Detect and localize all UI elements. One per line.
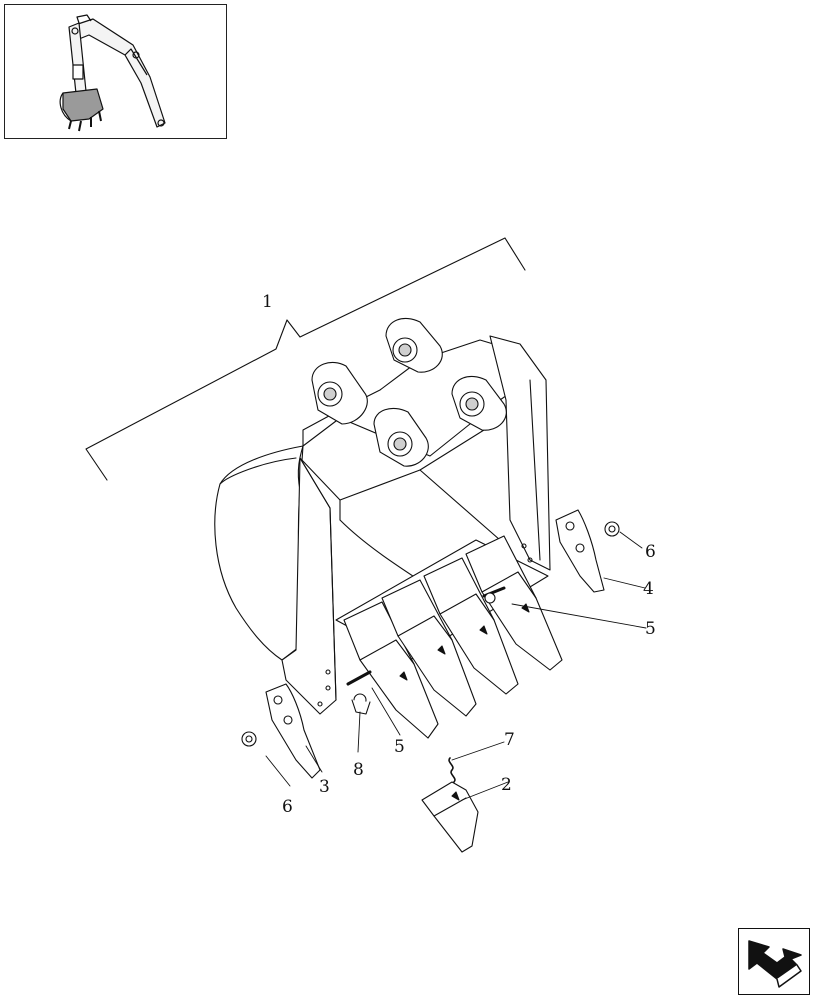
locator-thumbnail [4,4,227,139]
callout-3: 3 [319,777,330,797]
bolt-left [346,670,372,715]
bolt-right [482,586,506,604]
next-page-button[interactable] [738,928,810,995]
right-side-plate [489,335,551,571]
nut-left [241,731,257,747]
nut-right [604,521,620,537]
excavator-locator-icon [59,14,166,132]
callout-1: 1 [262,292,273,312]
next-page-arrow-icon [748,940,802,988]
callout-6-left: 6 [282,797,293,817]
bucket-teeth [343,535,563,739]
callout-7: 7 [504,730,515,750]
pin-bosses [317,337,485,457]
callout-6-right: 6 [645,542,656,562]
leader-lines [265,531,647,801]
callout-labels: 1 2 3 4 5 5 6 6 7 8 [262,292,656,817]
callout-5-right: 5 [645,619,656,639]
callout-5-left: 5 [394,737,405,757]
callout-8: 8 [353,760,364,780]
callout-2: 2 [501,775,512,795]
spring-pin [448,757,456,783]
side-cutter-left [265,683,321,779]
callout-4: 4 [643,579,654,599]
spare-tooth [421,781,479,853]
assembly-bracket [85,237,526,481]
